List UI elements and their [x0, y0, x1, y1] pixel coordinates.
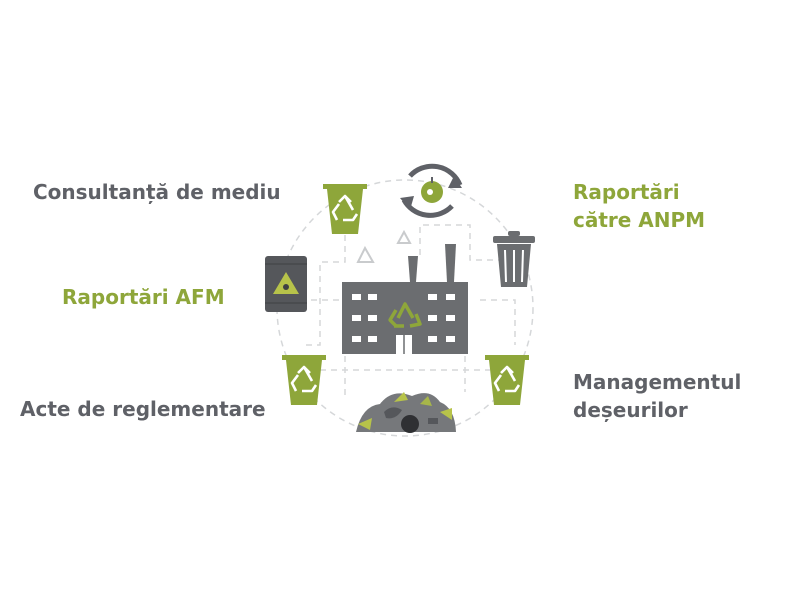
- recycle-bin-icon: [485, 355, 529, 405]
- label-management-line2: deșeurilor: [573, 398, 688, 422]
- trash-can-icon: [493, 231, 535, 287]
- waste-pile-icon: [356, 392, 456, 433]
- label-raportari-afm-text: Raportări AFM: [62, 285, 225, 309]
- label-management-line1: Managementul: [573, 370, 742, 394]
- outline-recycle-icon: [356, 229, 412, 263]
- label-consultanta: Consultanță de mediu: [33, 178, 281, 206]
- apple-recycle-icon: [400, 163, 463, 218]
- recycle-symbol-icon: [388, 302, 422, 328]
- factory-icon: [342, 244, 468, 354]
- biohazard-barrel-icon: [265, 256, 307, 312]
- label-acte-text: Acte de reglementare: [20, 397, 266, 421]
- label-raportari-anpm: Raportări către ANPM: [573, 178, 705, 234]
- label-raportari-anpm-line2: către ANPM: [573, 208, 706, 232]
- label-consultanta-text: Consultanță de mediu: [33, 180, 281, 204]
- label-raportari-afm: Raportări AFM: [62, 283, 225, 311]
- recycle-bin-icon: [282, 355, 326, 405]
- recycle-bin-icon: [323, 184, 367, 234]
- label-management: Managementul deșeurilor: [573, 368, 741, 424]
- label-raportari-anpm-line1: Raportări: [573, 180, 680, 204]
- label-acte: Acte de reglementare: [20, 395, 266, 423]
